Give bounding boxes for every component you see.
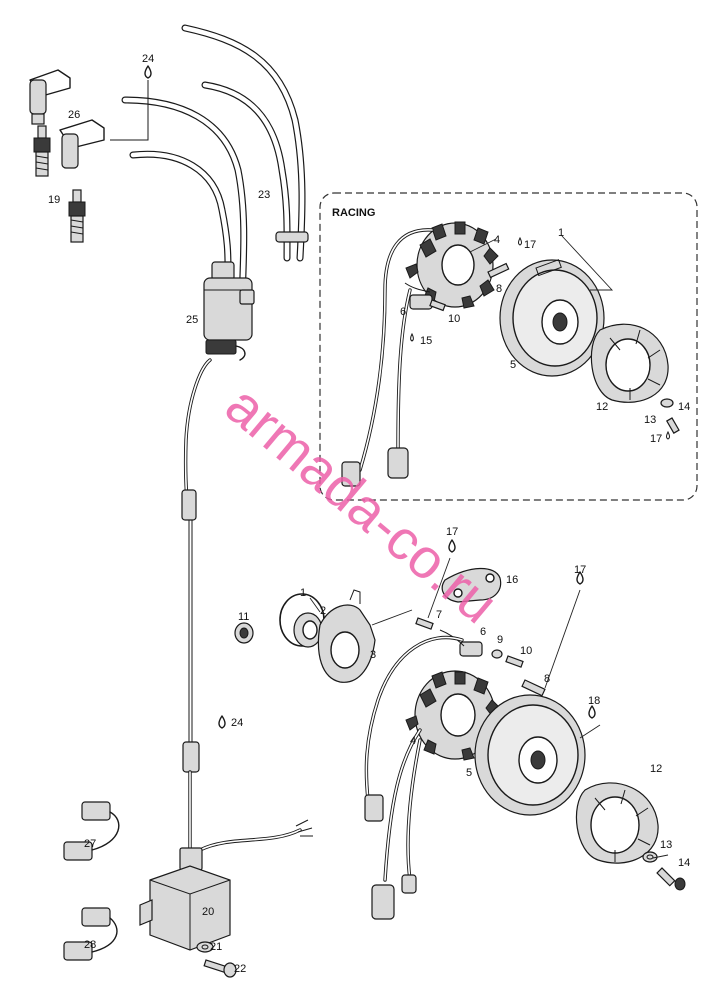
label-racing-8: 8 bbox=[496, 283, 502, 295]
watermark: armada-co.ru bbox=[214, 373, 510, 635]
stator-4 bbox=[405, 670, 501, 761]
label-28: 28 bbox=[84, 939, 96, 951]
label-9: 9 bbox=[497, 634, 503, 646]
lube-drop-icon bbox=[144, 65, 670, 729]
label-7: 7 bbox=[436, 609, 442, 621]
ht-lead-23 bbox=[110, 24, 309, 304]
label-19: 19 bbox=[48, 194, 60, 206]
label-17-right: 17 bbox=[574, 564, 586, 576]
spark-plug-cap-26 bbox=[29, 69, 105, 169]
racing-kit-box bbox=[319, 192, 698, 501]
label-26: 26 bbox=[68, 109, 80, 121]
washer-21 bbox=[196, 941, 214, 953]
screw-10 bbox=[505, 655, 524, 668]
label-13: 13 bbox=[660, 839, 672, 851]
screw-8 bbox=[521, 679, 546, 697]
label-12: 12 bbox=[650, 763, 662, 775]
label-racing-14: 14 bbox=[678, 401, 690, 413]
ignition-coil-25 bbox=[203, 261, 255, 361]
label-18: 18 bbox=[588, 695, 600, 707]
label-1: 1 bbox=[300, 587, 306, 599]
cdi-unit-20 bbox=[139, 819, 313, 951]
racing-washer-13 bbox=[660, 398, 674, 408]
label-2: 2 bbox=[320, 605, 326, 617]
label-4: 4 bbox=[410, 735, 416, 747]
leader-lines bbox=[309, 235, 669, 859]
connector-28 bbox=[63, 907, 118, 961]
label-10: 10 bbox=[520, 645, 532, 657]
label-racing-17b: 17 bbox=[650, 433, 662, 445]
washer-9 bbox=[491, 649, 503, 659]
label-racing-1: 1 bbox=[558, 227, 564, 239]
rotor-cover-12 bbox=[575, 782, 659, 864]
label-racing-17: 17 bbox=[524, 239, 536, 251]
racing-bolt-14 bbox=[665, 417, 680, 434]
stator-plate-3 bbox=[317, 589, 376, 683]
racing-title: RACING bbox=[332, 207, 375, 219]
label-22: 22 bbox=[234, 963, 246, 975]
label-racing-12: 12 bbox=[596, 401, 608, 413]
label-racing-4: 4 bbox=[494, 234, 500, 246]
washer-13 bbox=[642, 851, 658, 863]
pickup-6 bbox=[439, 629, 483, 657]
label-23: 23 bbox=[258, 189, 270, 201]
cable-clamp bbox=[275, 231, 309, 243]
label-11: 11 bbox=[238, 611, 249, 623]
label-14: 14 bbox=[678, 857, 690, 869]
label-27: 27 bbox=[84, 838, 96, 850]
label-24-top: 24 bbox=[142, 53, 154, 65]
bolt-22 bbox=[203, 959, 237, 978]
plug-11 bbox=[234, 622, 254, 644]
racing-rotor-cover-12 bbox=[590, 323, 669, 403]
label-racing-5: 5 bbox=[510, 359, 516, 371]
oil-seal-2 bbox=[293, 612, 323, 648]
racing-stator-wiring bbox=[341, 228, 434, 487]
label-racing-15: 15 bbox=[420, 335, 432, 347]
racing-pickup-6 bbox=[404, 282, 433, 310]
label-16: 16 bbox=[506, 574, 518, 586]
part-labels: 24 26 19 23 25 1 4 17 8 6 10 15 5 12 13 … bbox=[48, 53, 690, 975]
primary-wire bbox=[181, 358, 212, 852]
racing-screw-10 bbox=[429, 299, 446, 312]
label-racing-6: 6 bbox=[400, 306, 406, 318]
label-21: 21 bbox=[210, 941, 222, 953]
label-17-mid: 17 bbox=[446, 526, 458, 538]
pickup-cover-16 bbox=[441, 567, 502, 603]
racing-screw-8 bbox=[487, 262, 510, 279]
label-racing-10: 10 bbox=[448, 313, 460, 325]
label-25: 25 bbox=[186, 314, 198, 326]
spark-plug-19 bbox=[33, 125, 86, 243]
label-24-bottom: 24 bbox=[231, 717, 243, 729]
connector-27 bbox=[63, 801, 120, 861]
stator-wiring bbox=[364, 635, 464, 920]
label-racing-13: 13 bbox=[644, 414, 656, 426]
label-8: 8 bbox=[544, 673, 550, 685]
label-6: 6 bbox=[480, 626, 486, 638]
screw-7 bbox=[415, 617, 434, 630]
racing-flywheel-5 bbox=[499, 259, 605, 377]
label-3: 3 bbox=[370, 649, 376, 661]
label-5: 5 bbox=[466, 767, 472, 779]
bolt-14 bbox=[656, 867, 686, 891]
racing-stator-4 bbox=[405, 221, 499, 309]
label-20: 20 bbox=[202, 906, 214, 918]
flywheel-5 bbox=[474, 694, 586, 816]
